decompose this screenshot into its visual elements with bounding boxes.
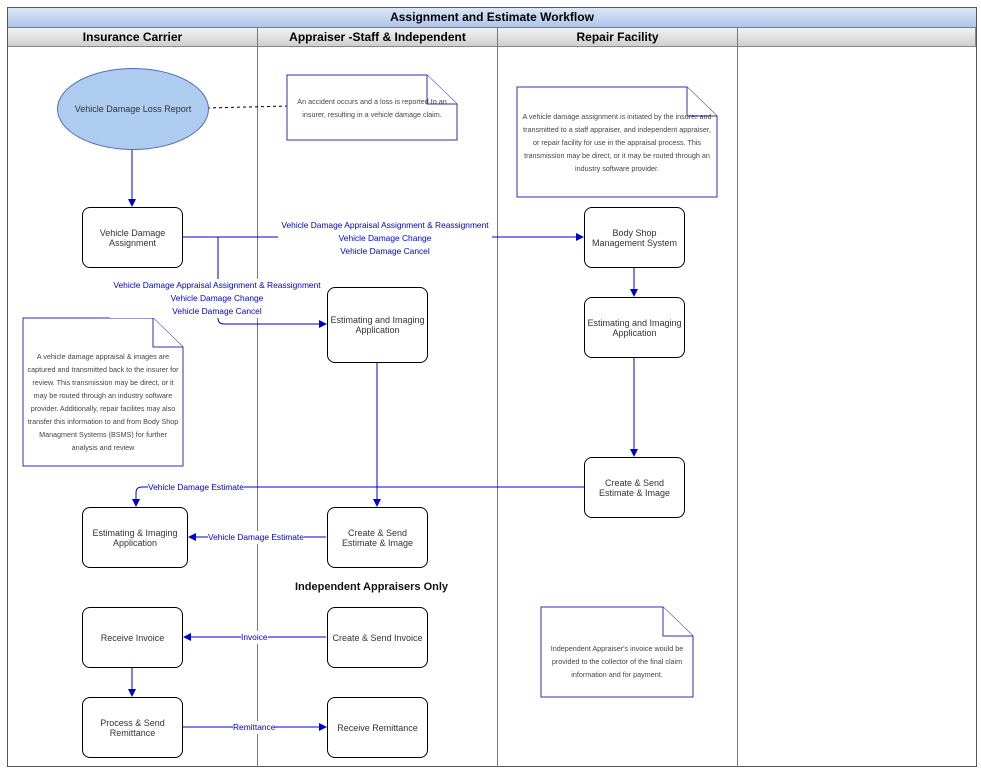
appraiser-estimating-imaging-node[interactable]: Estimating and Imaging Application — [327, 287, 428, 363]
create-send-invoice-node[interactable]: Create & Send Invoice — [327, 607, 428, 668]
carrier-estimating-imaging-node[interactable]: Estimating & Imaging Application — [82, 507, 188, 568]
note-assignment-fold — [686, 87, 717, 117]
lane-divider — [737, 28, 738, 767]
loss-report-node[interactable]: Vehicle Damage Loss Report — [57, 68, 209, 150]
edge-label-line: Vehicle Damage Change — [278, 232, 492, 245]
diagram-title: Assignment and Estimate Workflow — [8, 8, 976, 28]
edge-label-invoice: Invoice — [241, 631, 268, 644]
body-shop-management-system-node[interactable]: Body Shop Management System — [584, 207, 685, 268]
note-accident-text: An accident occurs and a loss is reporte… — [297, 96, 447, 119]
edge-label-assignment-mid: Vehicle Damage Appraisal Assignment & Re… — [110, 279, 324, 318]
edge-label-line: Vehicle Damage Appraisal Assignment & Re… — [278, 219, 492, 232]
edge-label-assignment-top: Vehicle Damage Appraisal Assignment & Re… — [278, 219, 492, 258]
edge-label-line: Vehicle Damage Cancel — [110, 305, 324, 318]
edge-label-estimate-top: Vehicle Damage Estimate — [148, 481, 244, 494]
edge-label-line: Vehicle Damage Cancel — [278, 245, 492, 258]
lane-header-appraiser: Appraiser -Staff & Independent — [258, 28, 498, 47]
note-appraisal-fold — [152, 318, 183, 348]
lane-header-repair-facility: Repair Facility — [498, 28, 738, 47]
appraiser-create-send-estimate-node[interactable]: Create & Send Estimate & Image — [327, 507, 428, 568]
repair-estimating-imaging-node[interactable]: Estimating and Imaging Application — [584, 297, 685, 358]
edge-repair-estimate-to-carrier — [132, 486, 584, 507]
note-accident: An accident occurs and a loss is reporte… — [287, 75, 457, 140]
edge-label-line: Vehicle Damage Appraisal Assignment & Re… — [110, 279, 324, 292]
lane-divider — [257, 28, 258, 767]
lane-header-empty — [738, 28, 976, 47]
independent-appraisers-label: Independent Appraisers Only — [295, 581, 449, 593]
note-appraisal: A vehicle damage appraisal & images are … — [23, 318, 183, 466]
edge-assignment-to-appraiser — [217, 237, 327, 328]
vehicle-damage-assignment-node[interactable]: Vehicle Damage Assignment — [82, 207, 183, 268]
receive-remittance-node[interactable]: Receive Remittance — [327, 697, 428, 758]
repair-create-send-estimate-node[interactable]: Create & Send Estimate & Image — [584, 457, 685, 518]
note-accident-shape — [286, 74, 458, 141]
lane-header-insurance-carrier: Insurance Carrier — [8, 28, 258, 47]
note-assignment: A vehicle damage assignment is initiated… — [517, 87, 717, 197]
note-invoice: Independent Appraiser's invoice would be… — [541, 607, 693, 697]
note-appraisal-shape — [22, 317, 184, 467]
diagram-frame — [7, 7, 977, 767]
edge-label-estimate-mid: Vehicle Damage Estimate — [208, 531, 304, 544]
note-assignment-shape — [516, 86, 718, 198]
note-assignment-text: A vehicle damage assignment is initiated… — [522, 111, 712, 173]
lane-divider — [497, 28, 498, 767]
note-accident-fold — [426, 75, 457, 105]
note-appraisal-text: A vehicle damage appraisal & images are … — [27, 352, 179, 452]
receive-invoice-node[interactable]: Receive Invoice — [82, 607, 183, 668]
process-send-remittance-node[interactable]: Process & Send Remittance — [82, 697, 183, 758]
edge-label-remittance: Remittance — [233, 721, 276, 734]
edge-label-line: Vehicle Damage Change — [110, 292, 324, 305]
note-invoice-fold — [662, 607, 693, 637]
note-invoice-text: Independent Appraiser's invoice would be… — [550, 643, 684, 679]
note-invoice-shape — [540, 606, 694, 698]
edge-loss-to-note — [206, 105, 289, 109]
